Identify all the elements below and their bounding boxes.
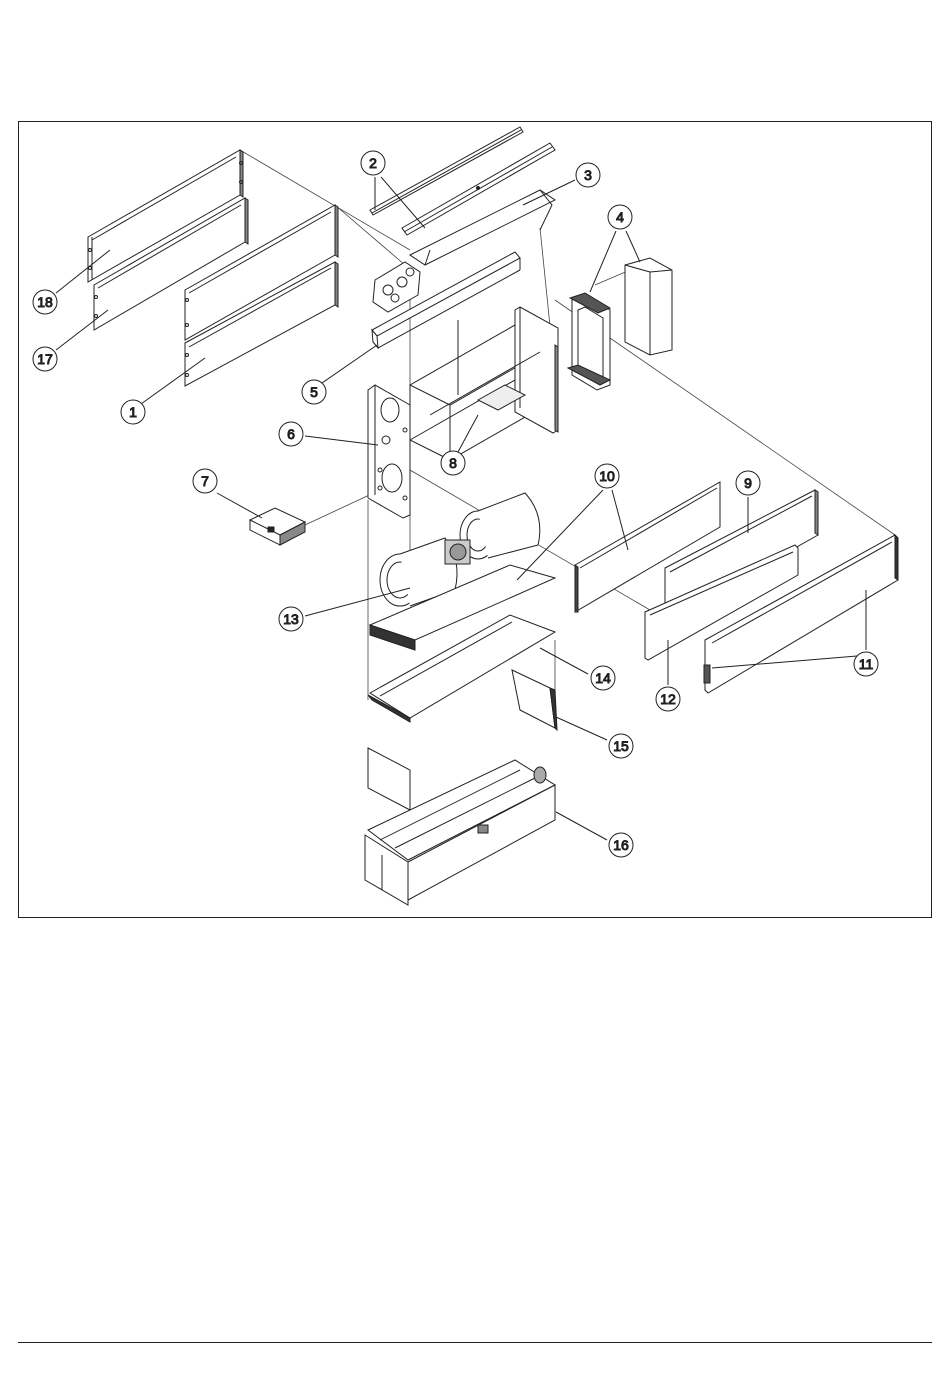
- callout-1: 1: [121, 400, 145, 424]
- callout-14: 14: [591, 666, 615, 690]
- svg-text:1: 1: [129, 404, 137, 420]
- svg-text:11: 11: [859, 656, 874, 672]
- callout-11: 11: [854, 652, 878, 676]
- callout-15: 15: [609, 734, 633, 758]
- part-3-top-cover: [410, 190, 555, 265]
- part-7-electrical-box: [250, 508, 305, 545]
- callout-16: 16: [609, 833, 633, 857]
- svg-text:18: 18: [37, 294, 53, 310]
- callout-17: 17: [33, 347, 57, 371]
- part-6-side-plate: [368, 385, 410, 518]
- svg-text:3: 3: [584, 167, 592, 183]
- callout-8: 8: [441, 451, 465, 475]
- svg-text:2: 2: [369, 155, 377, 171]
- svg-text:12: 12: [660, 691, 676, 707]
- callout-10: 10: [595, 464, 619, 488]
- callout-7: 7: [193, 469, 217, 493]
- part-2-top-rails: [370, 127, 555, 235]
- part-15-bracket: [512, 670, 557, 730]
- callout-6: 6: [279, 422, 303, 446]
- svg-text:16: 16: [613, 837, 629, 853]
- svg-text:14: 14: [595, 670, 611, 686]
- callout-2: 2: [361, 151, 385, 175]
- footer-rule: [18, 1342, 932, 1343]
- svg-text:7: 7: [201, 473, 209, 489]
- svg-text:6: 6: [287, 426, 295, 442]
- svg-text:5: 5: [310, 384, 318, 400]
- callout-3: 3: [576, 163, 600, 187]
- coil-connectors: [373, 262, 420, 312]
- svg-text:15: 15: [613, 738, 629, 754]
- svg-text:13: 13: [283, 611, 299, 627]
- svg-text:4: 4: [616, 209, 624, 225]
- callout-4: 4: [608, 205, 632, 229]
- part-16-base-tray: [365, 748, 555, 905]
- callout-9: 9: [736, 471, 760, 495]
- main-chassis: [410, 307, 558, 460]
- callout-13: 13: [279, 607, 303, 631]
- svg-text:8: 8: [449, 455, 457, 471]
- callout-18: 18: [33, 290, 57, 314]
- svg-text:9: 9: [744, 475, 752, 491]
- svg-text:17: 17: [37, 351, 53, 367]
- svg-text:10: 10: [599, 468, 615, 484]
- callout-12: 12: [656, 687, 680, 711]
- callout-5: 5: [302, 380, 326, 404]
